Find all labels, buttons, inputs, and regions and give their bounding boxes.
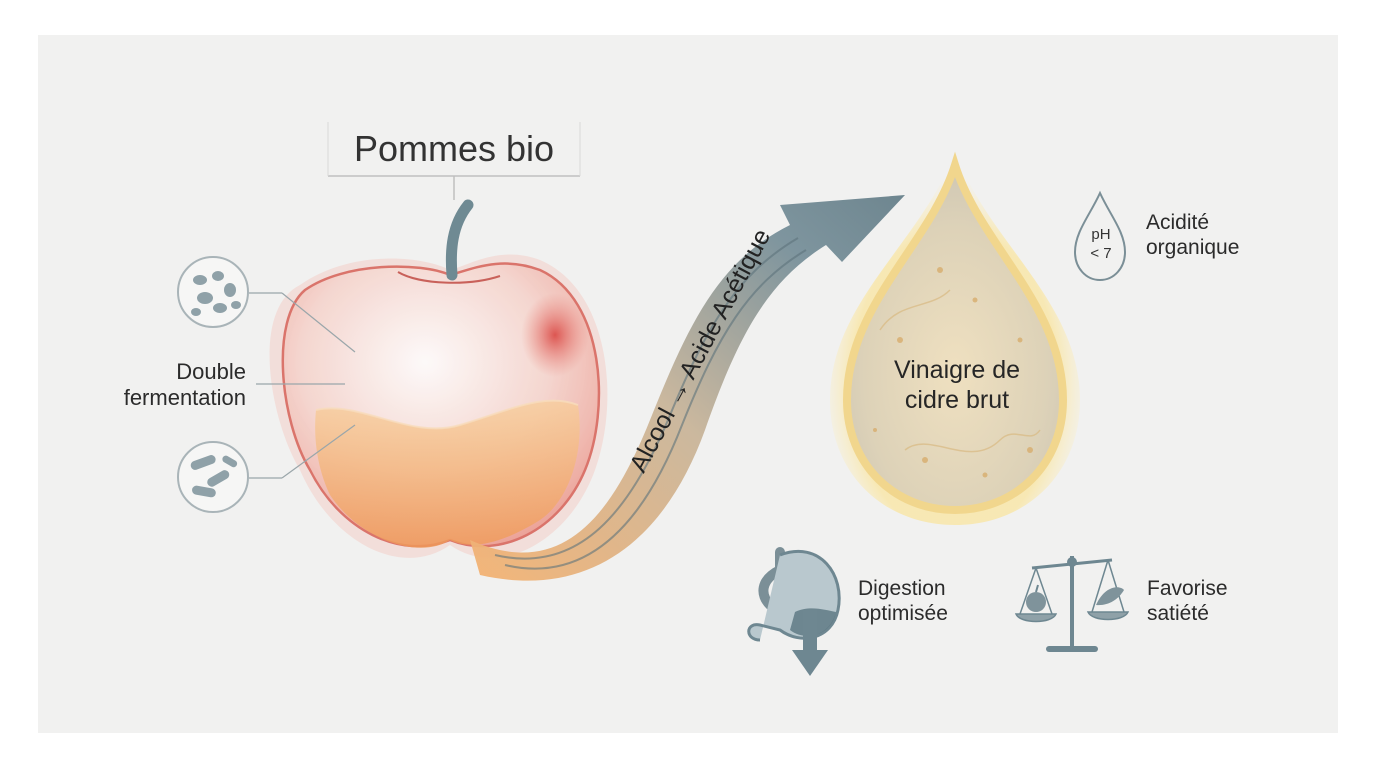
digestion-label-line2: optimisée xyxy=(858,602,948,626)
bacteria-icon xyxy=(177,441,249,513)
balance-scale-icon xyxy=(1014,556,1130,652)
ph-value: pH < 7 xyxy=(1080,226,1122,264)
acidity-label-line2: organique xyxy=(1146,236,1240,260)
yeast-cells-icon xyxy=(177,256,249,328)
digestion-label: Digestion optimisée xyxy=(858,576,1008,626)
ph-value-line1: pH xyxy=(1091,226,1111,243)
diagram-title: Pommes bio xyxy=(353,128,555,169)
ph-value-line2: < 7 xyxy=(1090,244,1112,262)
process-arrow xyxy=(470,195,905,581)
product-label-line1: Vinaigre de xyxy=(893,356,1021,384)
satiety-label-line1: Favorise xyxy=(1147,577,1228,600)
fermentation-label-line1: Double xyxy=(176,359,246,384)
satiety-label: Favorise satiété xyxy=(1147,576,1297,626)
product-label: Vinaigre de cidre brut xyxy=(852,355,1062,415)
fermentation-label-line2: fermentation xyxy=(123,385,246,411)
satiety-label-line2: satiété xyxy=(1147,602,1209,626)
acidity-label-line1: Acidité xyxy=(1146,211,1210,234)
digestion-label-line1: Digestion xyxy=(858,577,946,600)
ph-drop-icon xyxy=(1073,190,1127,282)
fermentation-callout-lines xyxy=(249,292,356,479)
vinegar-drop xyxy=(830,150,1080,525)
title-box xyxy=(327,122,581,200)
acidity-label: Acidité organique xyxy=(1146,210,1296,260)
stomach-icon xyxy=(747,547,841,676)
fermentation-label: Double fermentation xyxy=(96,359,246,412)
product-label-line2: cidre brut xyxy=(904,386,1010,414)
apple-illustration xyxy=(269,199,608,558)
